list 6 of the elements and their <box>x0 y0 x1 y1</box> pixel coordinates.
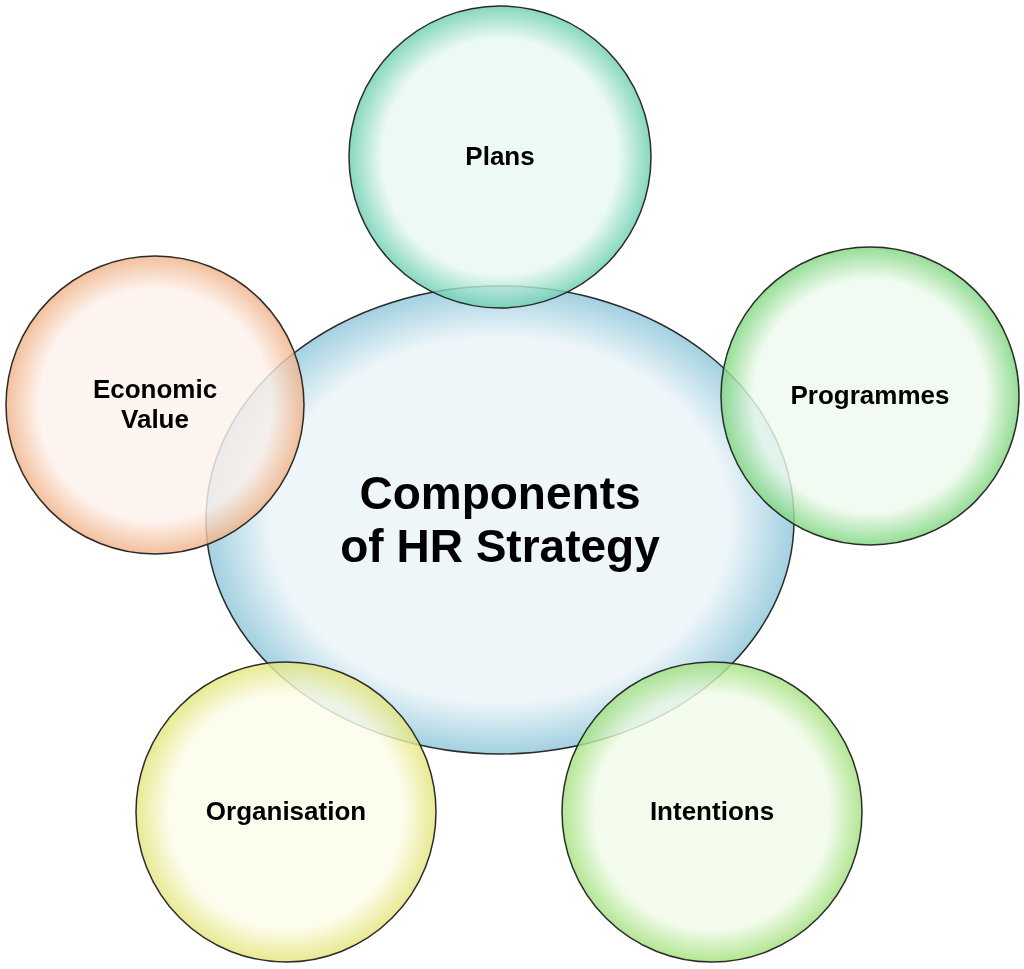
node-label: Intentions <box>649 797 775 827</box>
node-label: Plans <box>465 142 535 172</box>
node-label: Components of HR Strategy <box>339 467 661 573</box>
node-label: Programmes <box>790 381 950 411</box>
node-label: Economic Value <box>91 375 219 435</box>
node-label: Organisation <box>205 797 367 827</box>
